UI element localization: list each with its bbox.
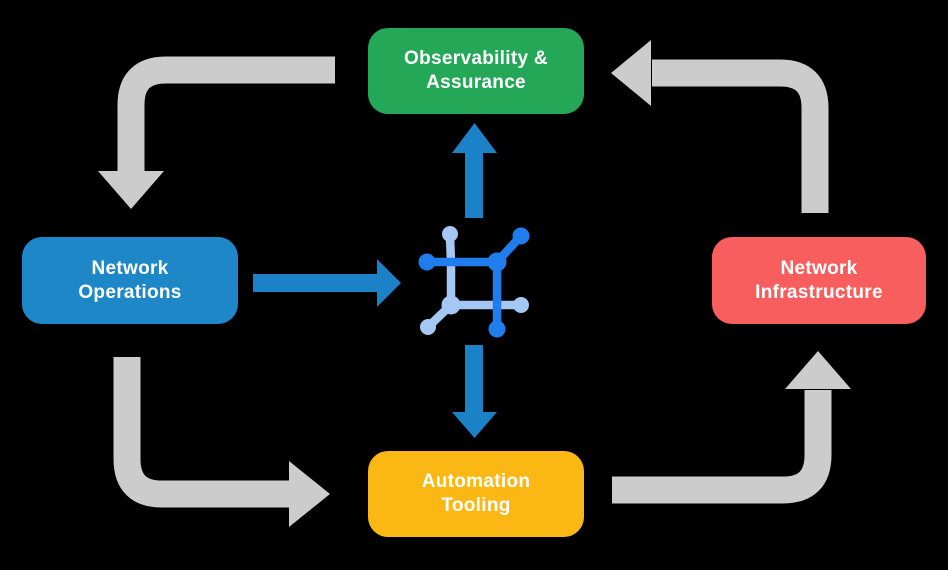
- arrow-head-right-icon: [289, 461, 330, 527]
- observability-assurance-node: Observability & Assurance: [368, 28, 584, 114]
- arrow-shaft: [113, 357, 290, 508]
- hub-node-left: [418, 253, 436, 271]
- node-label-line: Assurance: [426, 72, 526, 93]
- network-fabric-icon: [418, 226, 530, 338]
- arrow-head-up-icon: [785, 351, 851, 389]
- arrow-up-icon: [452, 123, 497, 218]
- node-label-line: Network: [780, 257, 858, 279]
- arrow-automation-to-infrastructure: [612, 351, 851, 504]
- hub-node-bottom-left: [420, 319, 436, 335]
- node-label-line: Operations: [78, 281, 182, 303]
- hub-icon-light-layer: [420, 226, 529, 335]
- automation-tooling-node: Automation Tooling: [368, 451, 584, 537]
- arrow-head-down-icon: [98, 171, 164, 209]
- arrow-shaft: [652, 59, 829, 213]
- arrow-right-icon: [253, 259, 401, 307]
- arrow-hub-to-automation: [452, 345, 497, 438]
- hub-icon-dark-layer: [418, 227, 530, 338]
- hub-node-top-right: [512, 227, 530, 245]
- arrow-infrastructure-to-observability: [611, 40, 829, 213]
- node-label-line: Observability &: [404, 48, 548, 69]
- hub-junction-dark: [487, 252, 507, 272]
- node-label-line: Tooling: [441, 495, 511, 516]
- arrow-shaft: [117, 56, 335, 172]
- arrow-hub-to-observability: [452, 123, 497, 218]
- network-infrastructure-node: Network Infrastructure: [712, 237, 926, 324]
- arrow-operations-to-hub: [253, 259, 401, 307]
- arrow-head-left-icon: [611, 40, 651, 106]
- arrow-shaft: [612, 390, 832, 504]
- arrow-observability-to-operations: [98, 56, 335, 209]
- node-label-line: Infrastructure: [755, 281, 883, 303]
- arrow-operations-to-automation: [113, 357, 330, 527]
- arrow-down-icon: [452, 345, 497, 438]
- hub-node-bottom: [488, 320, 506, 338]
- hub-node-top: [442, 226, 458, 242]
- hub-node-right: [513, 297, 529, 313]
- hub-light-frame: [445, 231, 526, 310]
- node-label-line: Network: [91, 257, 169, 279]
- hub-junction-light: [441, 295, 461, 315]
- node-label-line: Automation: [421, 471, 531, 492]
- network-operations-node: Network Operations: [22, 237, 238, 324]
